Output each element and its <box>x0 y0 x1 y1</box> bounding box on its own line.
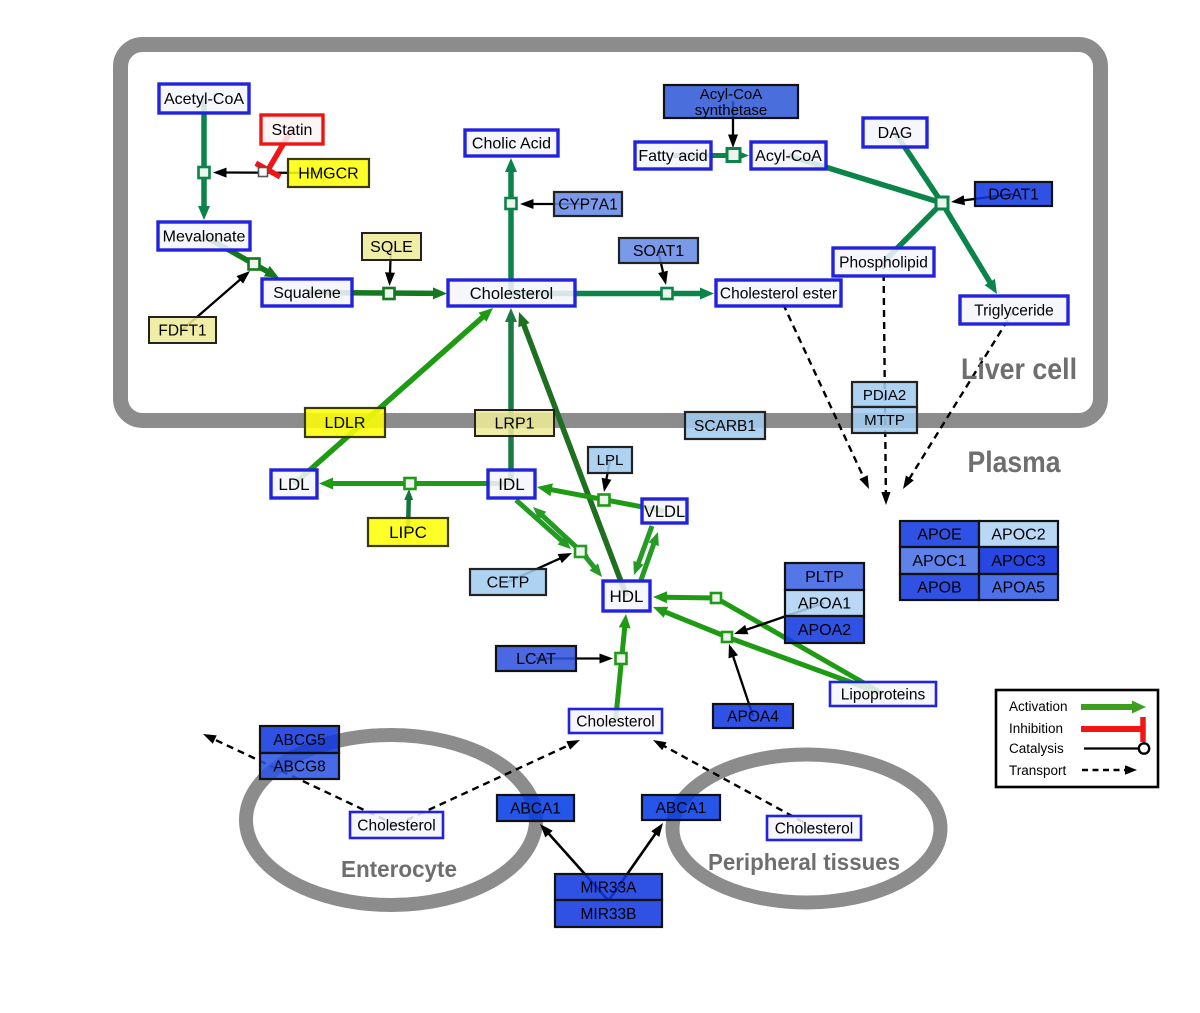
svg-text:MIR33B: MIR33B <box>581 906 637 923</box>
svg-text:APOB: APOB <box>917 580 961 597</box>
svg-text:MTTP: MTTP <box>864 412 905 429</box>
svg-text:LCAT: LCAT <box>516 651 556 668</box>
svg-text:Cholesterol: Cholesterol <box>775 820 853 837</box>
svg-text:PLTP: PLTP <box>805 569 844 586</box>
svg-text:Acetyl-CoA: Acetyl-CoA <box>164 91 244 108</box>
svg-text:synthetase: synthetase <box>695 102 768 119</box>
svg-text:DAG: DAG <box>878 125 913 142</box>
svg-text:Acyl-CoA: Acyl-CoA <box>700 86 763 103</box>
svg-text:SOAT1: SOAT1 <box>633 243 684 260</box>
svg-text:LDL: LDL <box>278 475 309 494</box>
svg-text:APOC1: APOC1 <box>912 553 966 570</box>
svg-text:SQLE: SQLE <box>370 239 413 256</box>
svg-text:APOC2: APOC2 <box>991 527 1045 544</box>
svg-text:DGAT1: DGAT1 <box>988 186 1039 203</box>
svg-text:APOC3: APOC3 <box>991 553 1045 570</box>
svg-text:MIR33A: MIR33A <box>581 879 638 896</box>
svg-text:LIPC: LIPC <box>389 523 427 542</box>
svg-text:APOA5: APOA5 <box>992 580 1045 597</box>
svg-text:Cholesterol: Cholesterol <box>357 817 435 834</box>
svg-text:HDL: HDL <box>609 587 643 606</box>
svg-text:APOA1: APOA1 <box>798 596 851 613</box>
svg-text:Enterocyte: Enterocyte <box>341 856 457 882</box>
svg-text:Inhibition: Inhibition <box>1009 721 1063 736</box>
svg-text:Squalene: Squalene <box>273 285 341 302</box>
svg-text:Cholesterol: Cholesterol <box>576 713 654 730</box>
svg-text:Peripheral tissues: Peripheral tissues <box>708 849 900 875</box>
svg-text:PDIA2: PDIA2 <box>863 387 906 404</box>
svg-text:Transport: Transport <box>1009 763 1067 778</box>
svg-text:Cholesterol: Cholesterol <box>470 285 553 303</box>
svg-text:ABCA1: ABCA1 <box>656 800 707 817</box>
svg-text:SCARB1: SCARB1 <box>694 418 756 435</box>
svg-text:LRP1: LRP1 <box>494 416 534 433</box>
svg-text:IDL: IDL <box>498 475 524 494</box>
svg-text:Activation: Activation <box>1009 699 1068 714</box>
svg-text:APOA4: APOA4 <box>727 708 779 725</box>
svg-text:Acyl-CoA: Acyl-CoA <box>755 148 822 165</box>
svg-text:CYP7A1: CYP7A1 <box>558 196 617 213</box>
svg-text:Catalysis: Catalysis <box>1009 741 1064 756</box>
svg-text:Cholic Acid: Cholic Acid <box>472 136 551 153</box>
svg-text:ABCG8: ABCG8 <box>273 758 326 775</box>
svg-text:VLDL: VLDL <box>644 503 685 521</box>
svg-text:LDLR: LDLR <box>325 415 366 432</box>
svg-text:Phospholipid: Phospholipid <box>839 254 928 271</box>
svg-text:FDFT1: FDFT1 <box>158 322 206 339</box>
svg-text:Mevalonate: Mevalonate <box>163 229 246 246</box>
svg-text:Triglyceride: Triglyceride <box>974 302 1054 319</box>
svg-text:HMGCR: HMGCR <box>298 166 358 183</box>
svg-text:Lipoproteins: Lipoproteins <box>841 686 926 703</box>
svg-text:ABCA1: ABCA1 <box>510 800 561 817</box>
svg-text:Fatty acid: Fatty acid <box>638 148 707 165</box>
svg-text:Cholesterol ester: Cholesterol ester <box>720 285 837 302</box>
svg-text:LPL: LPL <box>597 452 624 469</box>
svg-text:APOE: APOE <box>917 527 961 544</box>
svg-text:APOA2: APOA2 <box>798 622 851 639</box>
svg-text:CETP: CETP <box>487 575 530 592</box>
svg-text:Statin: Statin <box>272 122 313 139</box>
svg-text:Plasma: Plasma <box>968 446 1061 479</box>
svg-text:ABCG5: ABCG5 <box>273 732 326 749</box>
svg-text:Liver cell: Liver cell <box>961 353 1077 386</box>
